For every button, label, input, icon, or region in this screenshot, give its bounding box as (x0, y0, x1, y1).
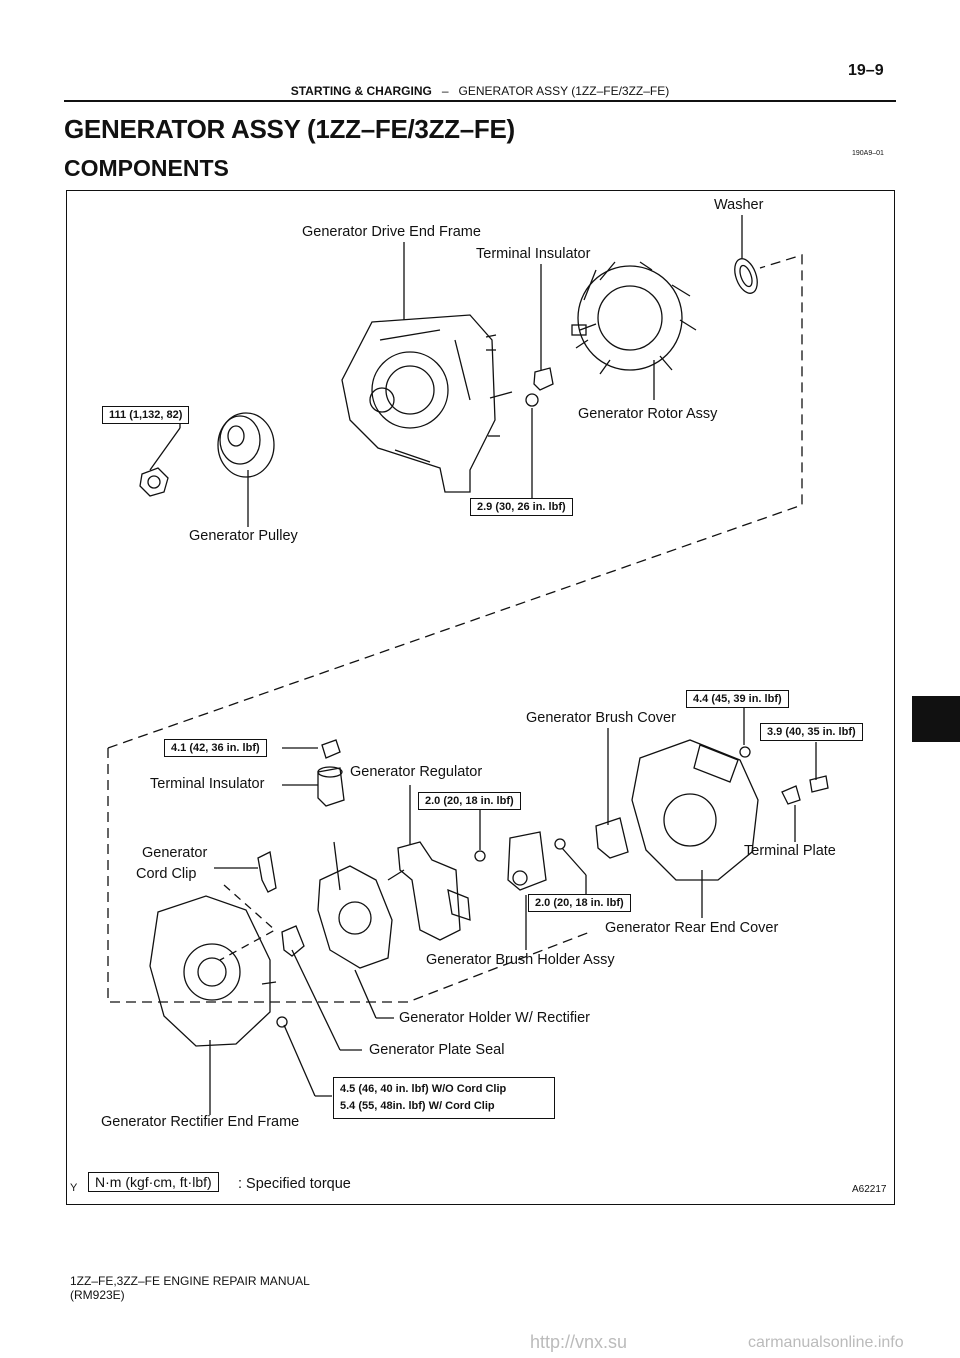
washer-part (734, 258, 758, 294)
watermark-right: carmanualsonline.info (748, 1334, 904, 1351)
header-dash: – (441, 84, 449, 98)
label-terminal-plate: Terminal Plate (744, 843, 836, 859)
brush-holder-part (507, 831, 547, 891)
header-topic: GENERATOR ASSY (1ZZ–FE/3ZZ–FE) (458, 84, 670, 98)
leader-rect-bolt (283, 1024, 316, 1097)
label-rectifier-end-frame: Generator Rectifier End Frame (101, 1114, 300, 1130)
section-subtitle: COMPONENTS (64, 155, 229, 181)
footer-line1: 1ZZ–FE,3ZZ–FE ENGINE REPAIR MANUAL (70, 1274, 310, 1288)
cover-nut-part (739, 746, 751, 758)
label-cord-clip-line2: Cord Clip (136, 866, 197, 882)
label-brush-holder-assy: Generator Brush Holder Assy (426, 952, 615, 968)
holder-rectifier-drawing (317, 841, 393, 969)
label-rotor-assy: Generator Rotor Assy (578, 406, 718, 422)
label-brush-cover: Generator Brush Cover (526, 710, 676, 726)
running-header: STARTING & CHARGING – GENERATOR ASSY (1Z… (0, 84, 960, 98)
label-holder-rectifier: Generator Holder W/ Rectifier (399, 1010, 590, 1026)
label-drive-end-frame: Generator Drive End Frame (302, 224, 481, 240)
torque-rect-line1: 4.5 (46, 40 in. lbf) W/O Cord Clip (340, 1083, 507, 1095)
label-rear-end-cover: Generator Rear End Cover (605, 920, 779, 936)
torque-brush-cover-nut: 4.4 (45, 39 in. lbf) (686, 690, 789, 708)
figure-frame (66, 190, 895, 1205)
label-washer: Washer (714, 197, 764, 213)
rotor-drawing (571, 261, 697, 375)
doc-code: 190A9–01 (852, 150, 884, 157)
rectifier-end-frame-drawing (149, 895, 277, 1047)
pulley-nut-part (139, 467, 169, 497)
torque-brush-holder-screw: 2.0 (20, 18 in. lbf) (528, 894, 631, 912)
watermark-left: http://vnx.su (530, 1332, 628, 1352)
holder-screw-part (554, 838, 566, 850)
dashed-boundary (107, 254, 803, 749)
pulley-part (217, 412, 275, 478)
regulator-drawing (387, 841, 471, 941)
label-pulley: Generator Pulley (189, 528, 298, 544)
page-title: GENERATOR ASSY (1ZZ–FE/3ZZ–FE) (64, 114, 515, 144)
terminal-nut-part (525, 393, 539, 407)
torque-terminal-plate-bolt: 3.9 (40, 35 in. lbf) (760, 723, 863, 741)
label-regulator: Generator Regulator (350, 764, 483, 780)
header-section: STARTING & CHARGING (290, 84, 432, 98)
torque-terminal-nut: 2.9 (30, 26 in. lbf) (470, 498, 573, 516)
label-terminal-insulator-bottom: Terminal Insulator (150, 776, 265, 792)
plate-seal-part (281, 925, 305, 957)
terminal-plate-part (781, 785, 801, 805)
torque-rectifier-frame: 4.5 (46, 40 in. lbf) W/O Cord Clip 5.4 (… (333, 1077, 555, 1119)
section-tab (912, 696, 960, 742)
torque-terminal-insulator-nut: 4.1 (42, 36 in. lbf) (164, 739, 267, 757)
cord-clip-part (257, 851, 277, 893)
insulator-nut-part (321, 739, 341, 759)
plate-bolt-part (809, 775, 829, 793)
rect-bolt-part (276, 1016, 288, 1028)
label-plate-seal: Generator Plate Seal (369, 1042, 505, 1058)
rear-end-cover-drawing (631, 739, 759, 881)
torque-pulley-nut: 111 (1,132, 82) (102, 406, 190, 424)
header-rule (64, 100, 896, 102)
torque-rect-line2: 5.4 (55, 48in. lbf) W/ Cord Clip (340, 1100, 495, 1112)
footer-line2: (RM923E) (70, 1288, 125, 1302)
leader-holder-rectifier (354, 969, 377, 1019)
regulator-screw-part (474, 850, 486, 862)
drive-end-frame-drawing (341, 314, 513, 493)
leader-plate-seal (291, 949, 341, 1051)
terminal-insulator-bottom-part (317, 767, 345, 807)
legend-unit-box: N·m (kgf·cm, ft·lbf) (88, 1172, 219, 1192)
legend-marker: Y (70, 1182, 78, 1194)
terminal-insulator-top-part (533, 367, 554, 391)
figure-id: A62217 (852, 1184, 887, 1195)
brush-cover-part (595, 817, 629, 859)
leader-holder-screw (561, 847, 587, 876)
legend-text: : Specified torque (238, 1176, 351, 1192)
torque-regulator-screw: 2.0 (20, 18 in. lbf) (418, 792, 521, 810)
label-cord-clip-line1: Generator (142, 845, 208, 861)
label-terminal-insulator-top: Terminal Insulator (476, 246, 591, 262)
page-number: 19–9 (848, 62, 884, 79)
dashed-boundary-bottom (107, 748, 591, 1003)
leader-pulley-nut (149, 427, 181, 471)
